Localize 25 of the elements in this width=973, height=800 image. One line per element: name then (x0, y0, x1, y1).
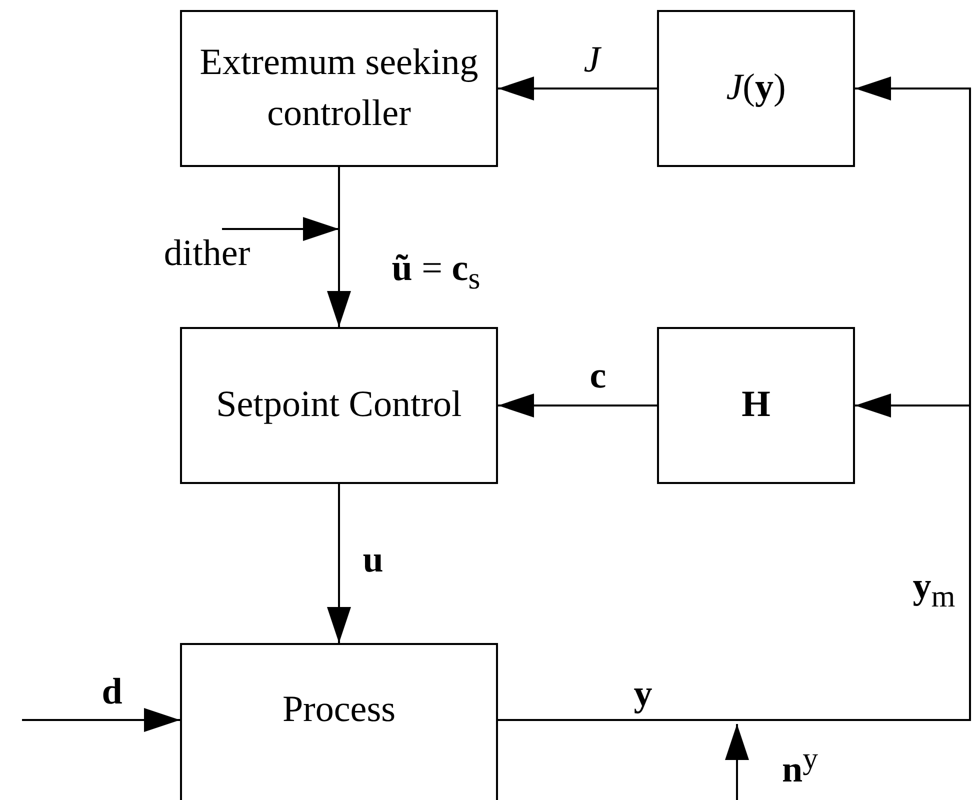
block-label: Extremum seeking controller (198, 40, 480, 136)
edge-label: y$_{m}$ (912, 568, 956, 612)
arrow (327, 484, 351, 643)
block (657, 327, 855, 484)
block (180, 10, 498, 167)
edge-label: ũ = c$_{s}$ (392, 250, 480, 294)
block-label: Process (282, 688, 396, 732)
arrow (498, 394, 657, 418)
edge-label: c (590, 358, 606, 394)
input-label: dither (140, 229, 274, 279)
edge-label: d (102, 674, 122, 710)
edge-label: y (634, 676, 652, 712)
block-label: Setpoint Control (216, 383, 462, 428)
arrow (22, 708, 180, 732)
edge-label: u (362, 542, 384, 578)
signal-label: n$^{y}$ (782, 743, 818, 789)
arrow (498, 76, 657, 100)
block (180, 643, 498, 800)
block (657, 10, 855, 167)
block-label: J(y) (726, 66, 786, 110)
arrow (327, 167, 351, 327)
block-label: H (742, 383, 770, 428)
edge-label: J (584, 42, 600, 78)
arrow (222, 217, 339, 241)
block (180, 327, 498, 484)
